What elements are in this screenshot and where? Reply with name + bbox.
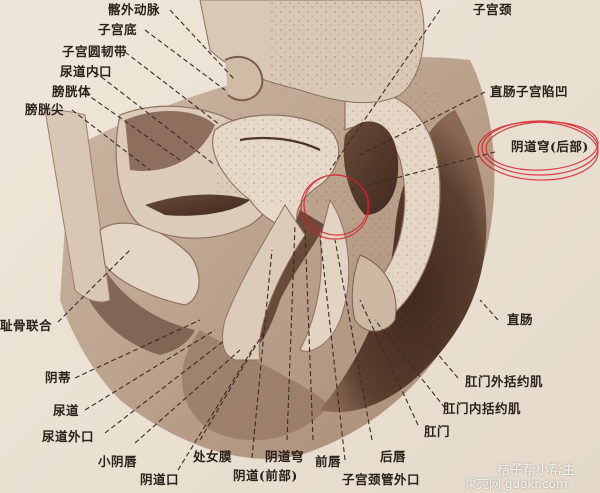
watermark-line2: 果壳网 guokr.com [465, 477, 568, 491]
red-annotation-circles [300, 120, 599, 240]
leader-lines [57, 9, 499, 471]
label-pubic-symphysis: 耻骨联合 [0, 318, 53, 333]
label-hymen: 处女膜 [193, 449, 233, 464]
label-internal-anal-sphincter: 肛门内括约肌 [443, 401, 522, 416]
pubic-symphysis-shape [99, 222, 200, 306]
label-vagina-anterior: 阴道(前部) [233, 468, 298, 483]
label-uterine-fundus: 子宫底 [98, 22, 138, 37]
label-rectouterine-pouch: 直肠子宫陷凹 [490, 84, 569, 99]
label-vaginal-orifice: 阴道口 [140, 472, 180, 487]
round-ligament-curl [224, 55, 264, 102]
vagina-wall [222, 204, 306, 361]
anal-canal [351, 254, 397, 332]
label-vaginal-fornix: 阴道穹 [265, 449, 305, 464]
label-external-iliac-artery: 髂外动脉 [108, 2, 161, 17]
label-posterior-fornix: 阴道穹(后部) [511, 139, 589, 154]
label-bladder-apex: 膀胱尖 [25, 102, 65, 117]
abdominal-wall [44, 109, 111, 303]
label-anterior-lip: 前唇 [315, 454, 342, 469]
label-bladder-body: 膀胱体 [52, 84, 92, 99]
bladder-top-cavity [125, 110, 215, 171]
label-posterior-lip: 后唇 [380, 449, 407, 464]
label-rectum: 直肠 [507, 312, 534, 327]
label-anus: 肛门 [424, 424, 451, 439]
label-labia-minora: 小阴唇 [98, 454, 138, 469]
rectouterine-pouch-cavity [343, 121, 399, 215]
label-external-urethral-orifice: 尿道外口 [42, 429, 95, 444]
label-round-ligament: 子宫圆韧带 [62, 44, 128, 59]
label-clitoris: 阴蒂 [45, 370, 72, 385]
watermark-line1: 桔子帮小帮主 [497, 463, 576, 478]
label-urethra: 尿道 [53, 403, 80, 418]
label-external-anal-sphincter: 肛门外括约肌 [465, 374, 544, 389]
label-internal-urethral-orifice: 尿道内口 [60, 64, 113, 79]
label-external-os: 子宫颈管外口 [342, 472, 421, 487]
label-cervix: 子宫颈 [473, 2, 513, 17]
perineum-shadow [181, 330, 330, 441]
